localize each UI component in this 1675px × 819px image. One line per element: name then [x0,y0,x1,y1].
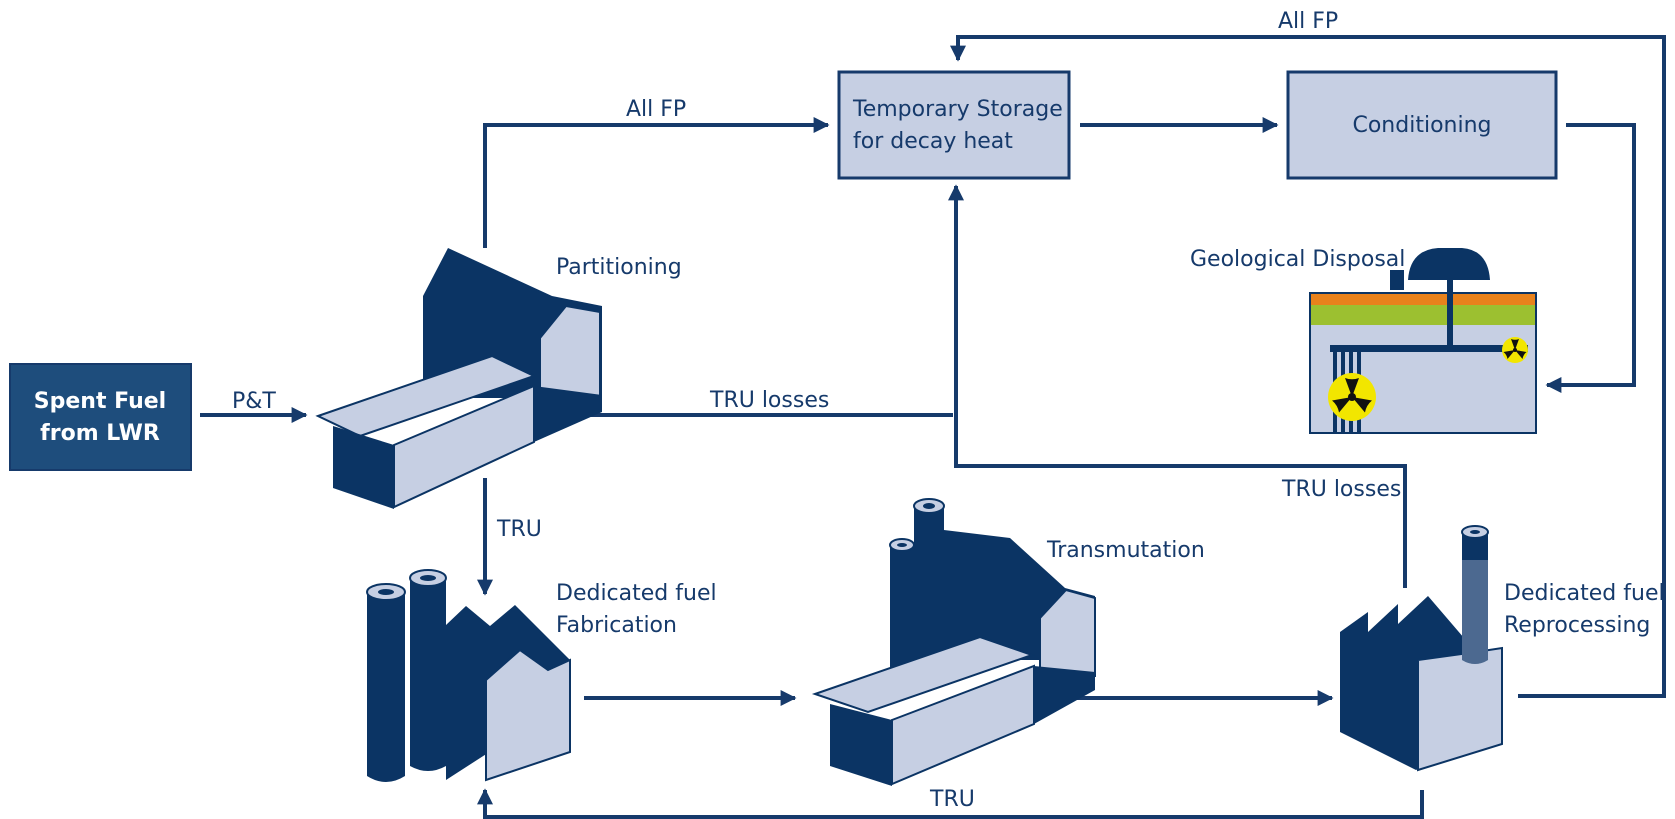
tru-losses-label-reprocessing: TRU losses [1281,477,1401,502]
edge-reprocessing-storage-allfp [950,35,1666,698]
tru-label-bottom: TRU [929,787,975,812]
tru-losses-label-partitioning: TRU losses [709,388,829,413]
fabrication-label-line1: Dedicated fuel [556,581,717,606]
spent-fuel-label-line1: Spent Fuel [34,389,166,414]
edge-reprocessing-tru-losses [948,184,1407,588]
conditioning-label: Conditioning [1352,113,1491,138]
pt-label: P&T [232,389,276,414]
all-fp-label-partitioning: All FP [626,97,686,122]
conditioning-box: Conditioning [1286,70,1558,180]
spent-fuel-label-line2: from LWR [40,421,160,446]
connectors [200,35,1666,819]
geological-disposal-label: Geological Disposal [1190,247,1405,272]
radiation-icon-small [1502,337,1528,363]
edge-reprocessing-fabrication-tru [477,788,1424,819]
temporary-storage-label-line1: Temporary Storage [852,97,1063,122]
tru-label-down: TRU [496,517,542,542]
temporary-storage-box: Temporary Storage for decay heat [837,70,1071,180]
reprocessing-factory-icon [1340,525,1503,772]
partitioning-building-icon [315,248,602,509]
temporary-storage-label-line2: for decay heat [853,129,1013,154]
edge-conditioning-disposal [1545,123,1636,393]
partitioning-label: Partitioning [556,255,682,280]
spent-fuel-box: Spent Fuel from LWR [9,363,192,471]
radiation-icon-large [1328,373,1376,421]
reprocessing-label-line1: Dedicated fuel [1504,581,1665,606]
transmutation-label: Transmutation [1046,538,1205,563]
fabrication-factory-icon [366,569,571,782]
transmutation-building-icon [811,498,1096,786]
edge-partitioning-storage [483,117,830,248]
fabrication-label-line2: Fabrication [556,613,677,638]
reprocessing-label-line2: Reprocessing [1504,613,1650,638]
all-fp-label-reprocessing: All FP [1278,9,1338,34]
